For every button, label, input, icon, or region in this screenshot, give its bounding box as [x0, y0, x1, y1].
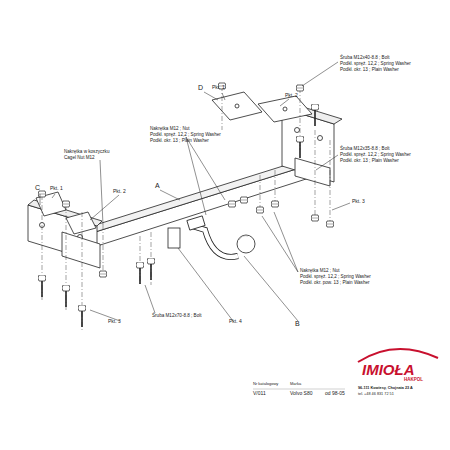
callout-letter: B: [295, 320, 300, 328]
fastener-spec: Nakrętka M12 ; Nut: [150, 126, 190, 131]
fastener-spec: Cagel Nut M12: [64, 155, 95, 160]
left-end-plate: [62, 232, 100, 268]
part-callout: Pkt. 2: [113, 189, 126, 195]
title-block-heading: Marka: [290, 382, 301, 386]
fastener-spec: Podkł. spręż. 12,2 ; Spring Washer: [340, 61, 411, 66]
fastener-spec: Podkł. okr. pow. 13 ; Plain Washer: [300, 280, 370, 285]
brand-subtitle: HAKPOL: [404, 378, 423, 383]
title-block-value: od 98-05: [325, 391, 345, 397]
fastener-spec: Podkł. spręż. 12,2 ; Spring Washer: [340, 152, 411, 157]
plate: [36, 192, 66, 216]
fastener-spec: Podkł. okr. 13 ; Plain Washer: [340, 158, 399, 163]
tow-ball: [237, 235, 255, 253]
part-callout: Pkt. 3: [108, 319, 121, 325]
fastener-spec: Podkł. spręż. 12,2 ; Spring Washer: [300, 274, 371, 279]
part-callout: Pkt. 2: [285, 93, 298, 99]
hook-mount: [187, 216, 205, 230]
logo-swoosh: [358, 349, 438, 362]
fasteners: [38, 83, 334, 327]
company-address: 96-111 Kowiesy, Chojnata 23 A: [358, 386, 413, 390]
title-block-heading: Nr katalogowy: [253, 382, 278, 386]
socket-plate: [168, 228, 180, 248]
company-phone: tel. +48 46 831 72 51: [358, 392, 394, 396]
plate: [212, 92, 262, 120]
part-callout: Pkt. 1: [50, 186, 63, 192]
fastener-spec: Śruba M12x40-8.8 ; Bolt: [340, 55, 390, 60]
part-callout: Pkt. 3: [352, 199, 365, 205]
fastener-spec: Śruba M12x35-8.8 ; Bolt: [340, 146, 390, 151]
fastener-spec: Nakrętka M12 ; Nut: [300, 268, 340, 273]
plate: [258, 96, 312, 122]
plate: [66, 212, 96, 234]
title-block-value: Volvo S80: [290, 391, 313, 397]
axis-lines: [42, 86, 330, 330]
title-block-rule: [253, 389, 345, 390]
hook-neck: [192, 226, 238, 257]
linework: [28, 92, 342, 268]
title-block-value: V/011: [253, 391, 266, 397]
callout-letter: D: [198, 84, 203, 92]
fastener-spec: Podkł. okr. 13 ; Plain Washer: [150, 138, 209, 143]
part-callout: Pkt. 1: [212, 85, 225, 91]
part-callout: Pkt. 4: [229, 319, 242, 325]
callout-letter: A: [155, 182, 160, 190]
fastener-spec: Nakrętka w koszyczku: [64, 149, 109, 154]
fastener-spec: Podkł. spręż. 12,2 ; Spring Washer: [150, 132, 221, 137]
fastener-spec: Podkł. okr. 13 ; Plain Washer: [340, 67, 399, 72]
brand-logo: IMIOŁA: [362, 362, 415, 379]
fastener-spec: Śruba M12x70-8.8 ; Bolt: [152, 313, 202, 318]
right-end-plate: [295, 158, 330, 186]
callout-letter: C: [35, 184, 40, 192]
